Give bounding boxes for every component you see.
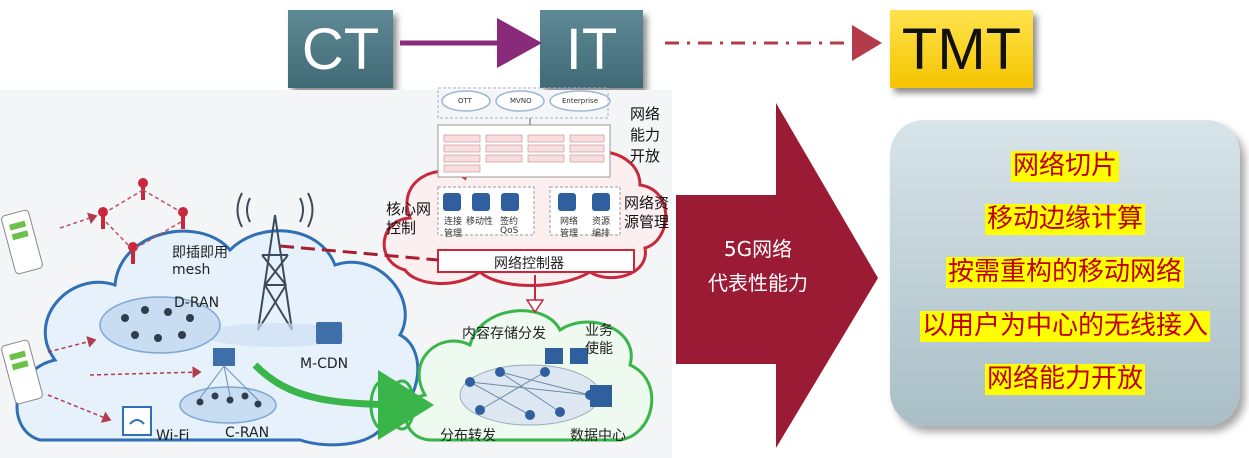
phone-icons xyxy=(1,209,43,405)
res-item-network: 网络 xyxy=(560,217,579,227)
datacenter-label: 数据中心 xyxy=(570,428,626,444)
arrow-line-2: 代表性能力 xyxy=(708,271,808,295)
network-controller-bar xyxy=(437,249,635,273)
capability-network-exposure: 网络能力开放 xyxy=(984,363,1145,395)
core-item-mobility: 移动性 xyxy=(466,217,494,227)
ct-label: CT xyxy=(301,16,380,82)
it-label: IT xyxy=(565,16,618,82)
storage-label: 内容存储分发 xyxy=(462,326,546,342)
m-cdn-label: M-CDN xyxy=(300,356,349,372)
core-item-connect: 连接 xyxy=(444,217,463,227)
core-item-manage: 管理 xyxy=(444,229,463,239)
m-cdn-icon xyxy=(316,322,342,344)
arrow-text: 5G网络 代表性能力 xyxy=(683,232,833,300)
d-ran-label: D-RAN xyxy=(174,295,220,311)
capability-reconfigurable-network: 按需重构的移动网络 xyxy=(945,257,1184,289)
cloud-ott: OTT xyxy=(458,97,472,105)
capability-user-centric-access: 以用户为中心的无线接入 xyxy=(919,310,1210,342)
res-item-resource: 资源 xyxy=(592,217,611,227)
capability-network-slicing: 网络切片 xyxy=(1010,151,1119,183)
cell-tower-icon xyxy=(236,192,314,331)
service-label: 业务使能 xyxy=(585,323,613,357)
big-red-arrow xyxy=(676,103,878,448)
it-box: IT xyxy=(540,10,643,88)
forward-label: 分布转发 xyxy=(440,428,496,444)
capability-mec: 移动边缘计算 xyxy=(984,204,1145,236)
res-item-manage: 管理 xyxy=(560,229,579,239)
tmt-box: TMT xyxy=(890,10,1033,88)
res-item-orchestrate: 编排 xyxy=(592,229,611,239)
tmt-label: TMT xyxy=(901,16,1022,82)
mesh-antenna-icons xyxy=(98,178,188,264)
plug-mesh-label: 即插即用mesh xyxy=(172,245,228,278)
ct-box: CT xyxy=(288,10,393,88)
cloud-mvno: MVNO xyxy=(510,97,532,105)
cloud-enterprise: Enterprise xyxy=(562,97,599,105)
arrow-line-1: 5G网络 xyxy=(723,237,793,261)
core-label: 核心网控制 xyxy=(386,200,432,237)
core-item-sign: 签约 xyxy=(500,217,519,227)
core-item-qos: QoS xyxy=(500,226,519,236)
capability-list: 网络切片 移动边缘计算 按需重构的移动网络 以用户为中心的无线接入 网络能力开放 xyxy=(890,120,1240,426)
controller-label: 网络控制器 xyxy=(494,256,564,272)
wifi-label: Wi-Fi xyxy=(156,428,190,444)
c-ran-label: C-RAN xyxy=(225,425,270,441)
exposure-label: 网络能力开放 xyxy=(630,105,661,165)
resource-label: 网络资源管理 xyxy=(624,194,670,231)
